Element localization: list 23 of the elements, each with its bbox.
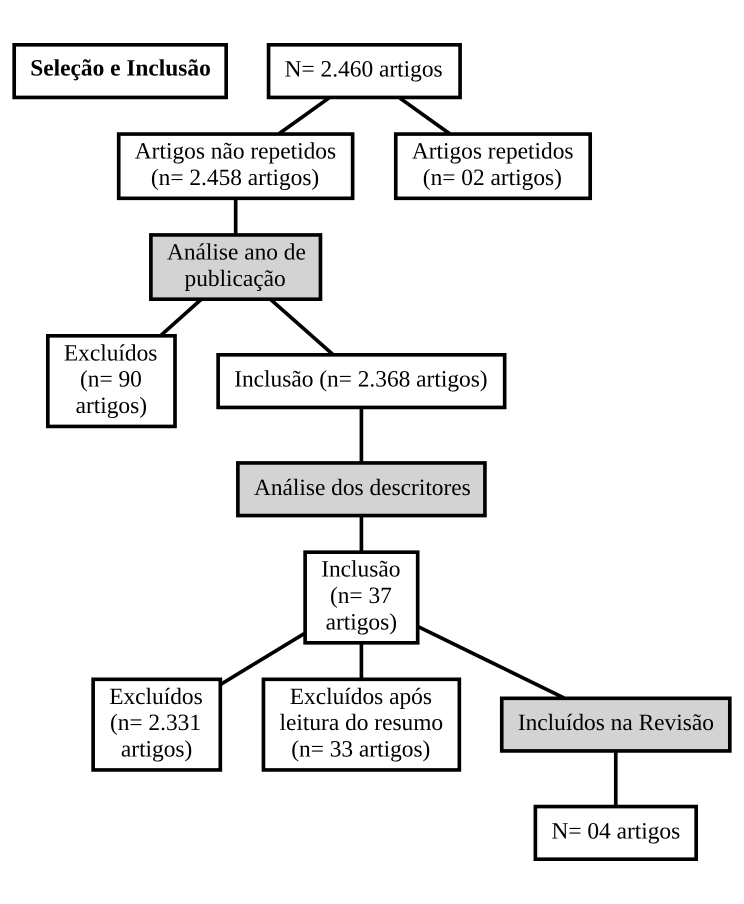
node-box: Inclusão (n= 37 artigos): [303, 550, 420, 645]
connector: [278, 96, 330, 136]
node-box: Análise ano de publicação: [149, 233, 322, 302]
node-box: Análise dos descritores: [236, 461, 487, 518]
node-box: Excluídos após leitura do resumo (n= 33 artigos): [262, 678, 462, 772]
node-box: Excluídos (n= 90 artigos): [46, 334, 177, 428]
node-box: Artigos não repetidos (n= 2.458 artigos): [116, 132, 354, 200]
node-box: Excluídos (n= 2.331 artigos): [91, 678, 222, 772]
node-box: Incluídos na Revisão: [500, 696, 732, 753]
connector: [270, 298, 334, 356]
connector: [360, 408, 364, 462]
connector: [234, 198, 238, 234]
node-box: N= 04 artigos: [534, 804, 698, 861]
node-box: N= 2.460 artigos: [266, 43, 462, 100]
connector: [360, 516, 364, 552]
connector: [159, 298, 202, 337]
node-box: Inclusão (n= 2.368 artigos): [216, 352, 506, 410]
connector: [614, 751, 618, 806]
connector: [220, 632, 306, 686]
node-box: Seleção e Inclusão: [12, 43, 228, 100]
connector: [398, 96, 452, 136]
node-box: Artigos repetidos (n= 02 artigos): [394, 132, 592, 200]
connector: [360, 643, 364, 680]
